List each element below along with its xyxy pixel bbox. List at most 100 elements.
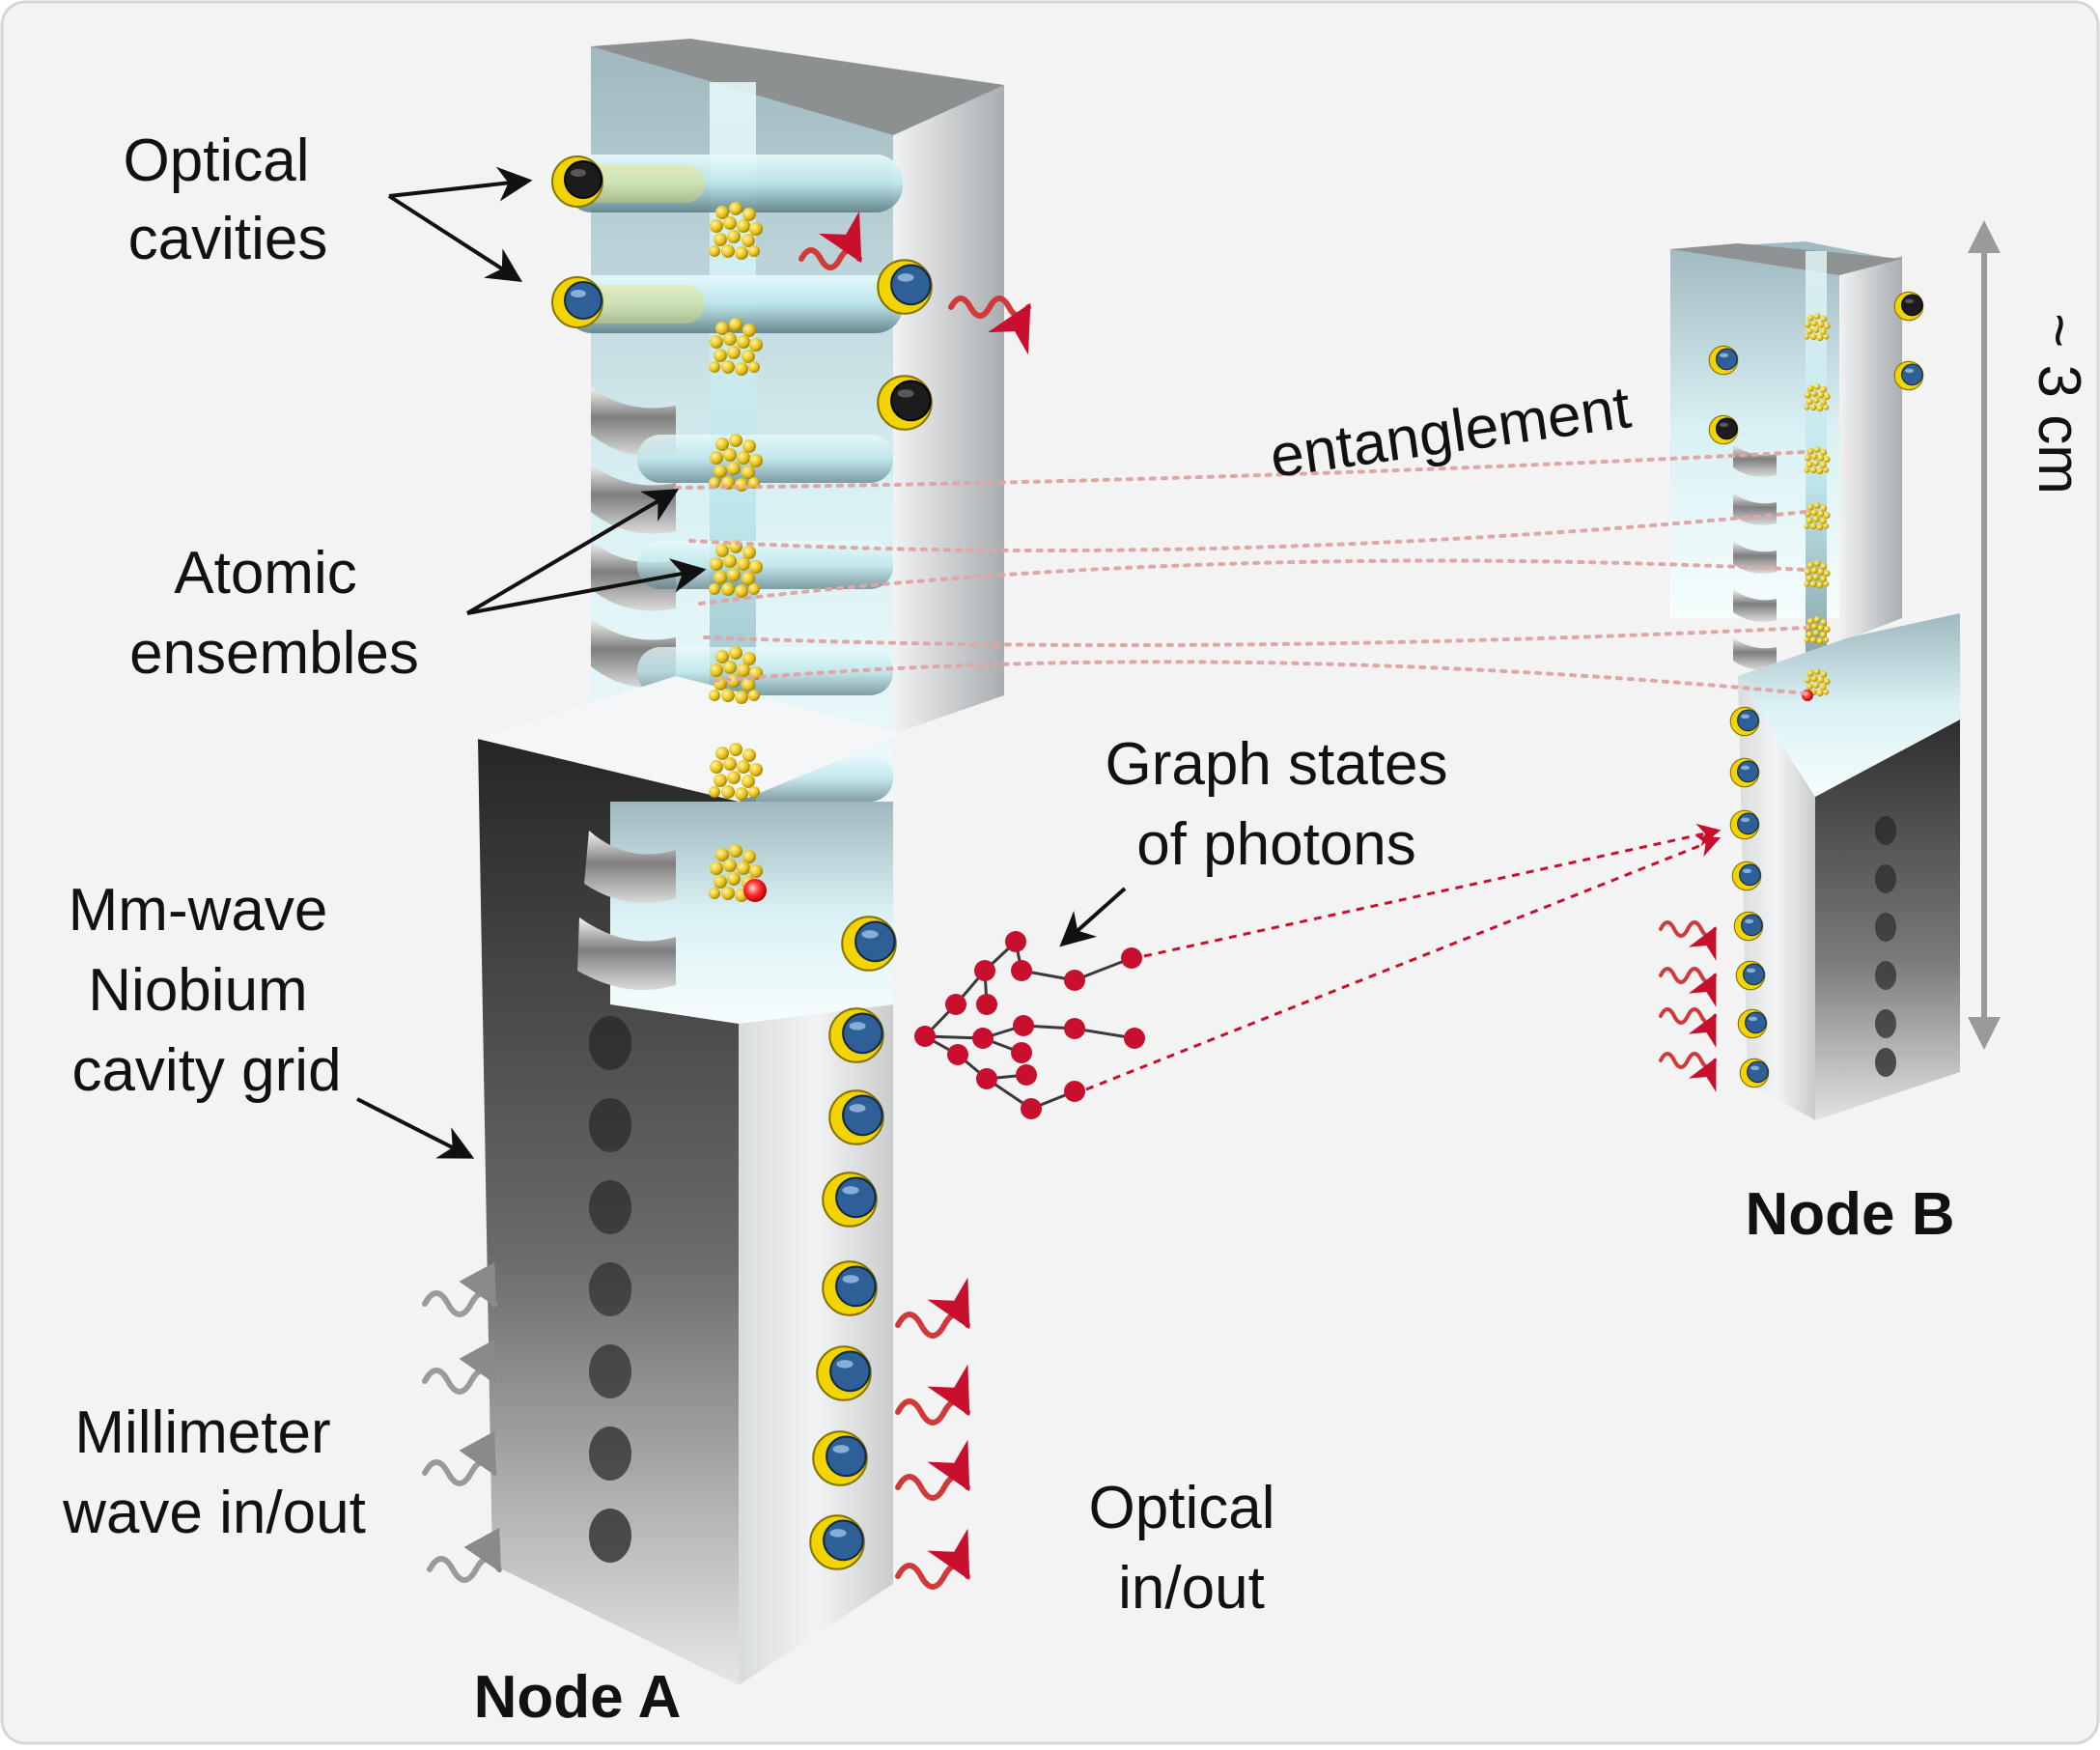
single-atom-icon [743, 879, 767, 902]
arrow-mmwave-grid [356, 1097, 475, 1159]
cavity-mirror-icon [1893, 360, 1924, 391]
wavy-arrow-icon [1659, 1007, 1717, 1048]
label-optical-io-line2: in/out [1118, 1555, 1265, 1622]
label-mmwave-grid-line3: cavity grid [71, 1037, 341, 1104]
label-millimeter-wave-line2: wave in/out [62, 1480, 366, 1546]
cavity-mirror-icon [551, 155, 603, 208]
wavy-arrow-icon [798, 211, 862, 270]
photon-node-icon [972, 1028, 994, 1049]
photon-transfer-arrow [1143, 823, 1722, 958]
wavy-arrow-icon [422, 1261, 497, 1317]
cavity-mirror-icon [1737, 1008, 1768, 1039]
node-b-optical-waves [1659, 920, 1717, 1092]
wavy-arrow-icon [422, 1339, 497, 1395]
entanglement-links [674, 450, 1807, 695]
photon-node-icon [1011, 960, 1032, 981]
photon-node-icon [1021, 1098, 1042, 1119]
entanglement-link [688, 510, 1807, 552]
wavy-arrow-icon [1659, 920, 1717, 961]
photon-node-icon [1124, 1028, 1145, 1049]
node-a-optical-waves [798, 211, 1031, 1590]
label-mmwave-grid-line1: Mm-wave [69, 877, 328, 944]
photon-node-icon [947, 1044, 968, 1065]
label-graph-states-line1: Graph states [1106, 731, 1448, 798]
wavy-arrow-icon [895, 1364, 970, 1425]
atom-cluster-icon [1804, 445, 1831, 475]
photon-node-icon [1016, 1064, 1037, 1086]
node-a-mmwave-waves [422, 1261, 502, 1583]
node-a-device [422, 39, 1031, 1685]
entanglement-link [703, 626, 1807, 647]
wavy-arrow-icon [895, 1528, 970, 1590]
cavity-mirror-icon [822, 1260, 878, 1316]
arrow-atomic-ensembles-1 [465, 489, 680, 615]
atom-cluster-icon [1804, 615, 1831, 645]
labels: Optical cavities Atomic ensembles Mm-wav… [62, 127, 2092, 1731]
cavity-mirror-icon [809, 1514, 865, 1570]
photon-node-icon [1064, 970, 1085, 991]
photon-node-icon [976, 994, 997, 1015]
node-b-device [1659, 241, 1960, 1120]
atom-cluster-icon [1804, 312, 1831, 342]
wavy-arrow-icon [1659, 967, 1717, 1007]
atom-cluster-icon [709, 434, 763, 492]
arrow-optical-cavities-2 [387, 194, 523, 282]
label-optical-cavities-line1: Optical [124, 127, 310, 194]
node-a-mmwave-holes [589, 1016, 631, 1563]
arrow-atomic-ensembles-2 [466, 558, 707, 615]
wavy-arrow-icon [427, 1527, 502, 1583]
entanglement-link [674, 450, 1807, 490]
arrow-graph-states [1059, 887, 1127, 947]
photon-node-icon [1011, 1042, 1032, 1063]
label-mmwave-grid-line2: Niobium [88, 957, 307, 1024]
photon-graph-state [914, 823, 1722, 1119]
photon-transfer-arrows [1085, 823, 1722, 1091]
scale-bar [1968, 220, 2001, 1050]
cavity-mirror-icon [1708, 345, 1739, 376]
label-node-b: Node B [1746, 1181, 1955, 1248]
cavity-mirror-icon [551, 276, 603, 328]
node-b-top-face [1670, 243, 1902, 275]
cavity-mirror-icon [1739, 1058, 1770, 1088]
annotation-arrows [356, 166, 1127, 1159]
label-size: ~ 3 cm [2026, 313, 2092, 494]
atom-cluster-icon [1804, 382, 1831, 412]
atom-cluster-icon [1804, 559, 1831, 589]
atom-cluster-icon [709, 743, 763, 801]
wavy-arrow-icon [948, 296, 1031, 355]
node-b-mmwave-holes [1875, 816, 1896, 1077]
wavy-arrow-icon [1659, 1052, 1717, 1092]
label-atomic-ensembles-line1: Atomic [174, 540, 356, 607]
cavity-mirror-icon [1731, 861, 1762, 891]
label-node-a: Node A [474, 1664, 682, 1731]
label-graph-states-line2: of photons [1136, 811, 1416, 878]
cavity-mirror-icon [877, 375, 933, 431]
atom-cluster-icon [1804, 501, 1831, 531]
label-optical-io-line1: Optical [1089, 1475, 1275, 1541]
photon-node-icon [976, 1068, 997, 1089]
wavy-arrow-icon [895, 1277, 970, 1339]
cavity-mirror-icon [1729, 809, 1760, 840]
atom-cluster-icon [709, 540, 763, 598]
cavity-mirror-icon [1893, 291, 1924, 322]
photon-node-icon [974, 960, 995, 981]
wavy-arrow-icon [422, 1430, 497, 1486]
node-b-light-face [1738, 676, 1815, 1120]
scale-arrowhead-bottom [1968, 1017, 2001, 1050]
cavity-mirror-icon [812, 1430, 868, 1486]
photon-transfer-arrow [1085, 834, 1722, 1091]
photon-node-icon [945, 994, 966, 1015]
wavy-arrow-icon [895, 1439, 970, 1501]
photon-node-icon [1121, 947, 1142, 969]
photon-node-icon [1005, 931, 1026, 952]
node-a-atomic-ensembles [709, 202, 767, 902]
cavity-mirror-icon [877, 259, 933, 315]
photon-node-icon [1064, 1081, 1085, 1102]
cavity-mirror-icon [841, 916, 897, 972]
photon-node-icon [1013, 1015, 1034, 1036]
cavity-mirror-icon [1729, 706, 1760, 737]
cavity-mirror-icon [828, 1089, 884, 1145]
cavity-mirror-icon [822, 1171, 878, 1228]
